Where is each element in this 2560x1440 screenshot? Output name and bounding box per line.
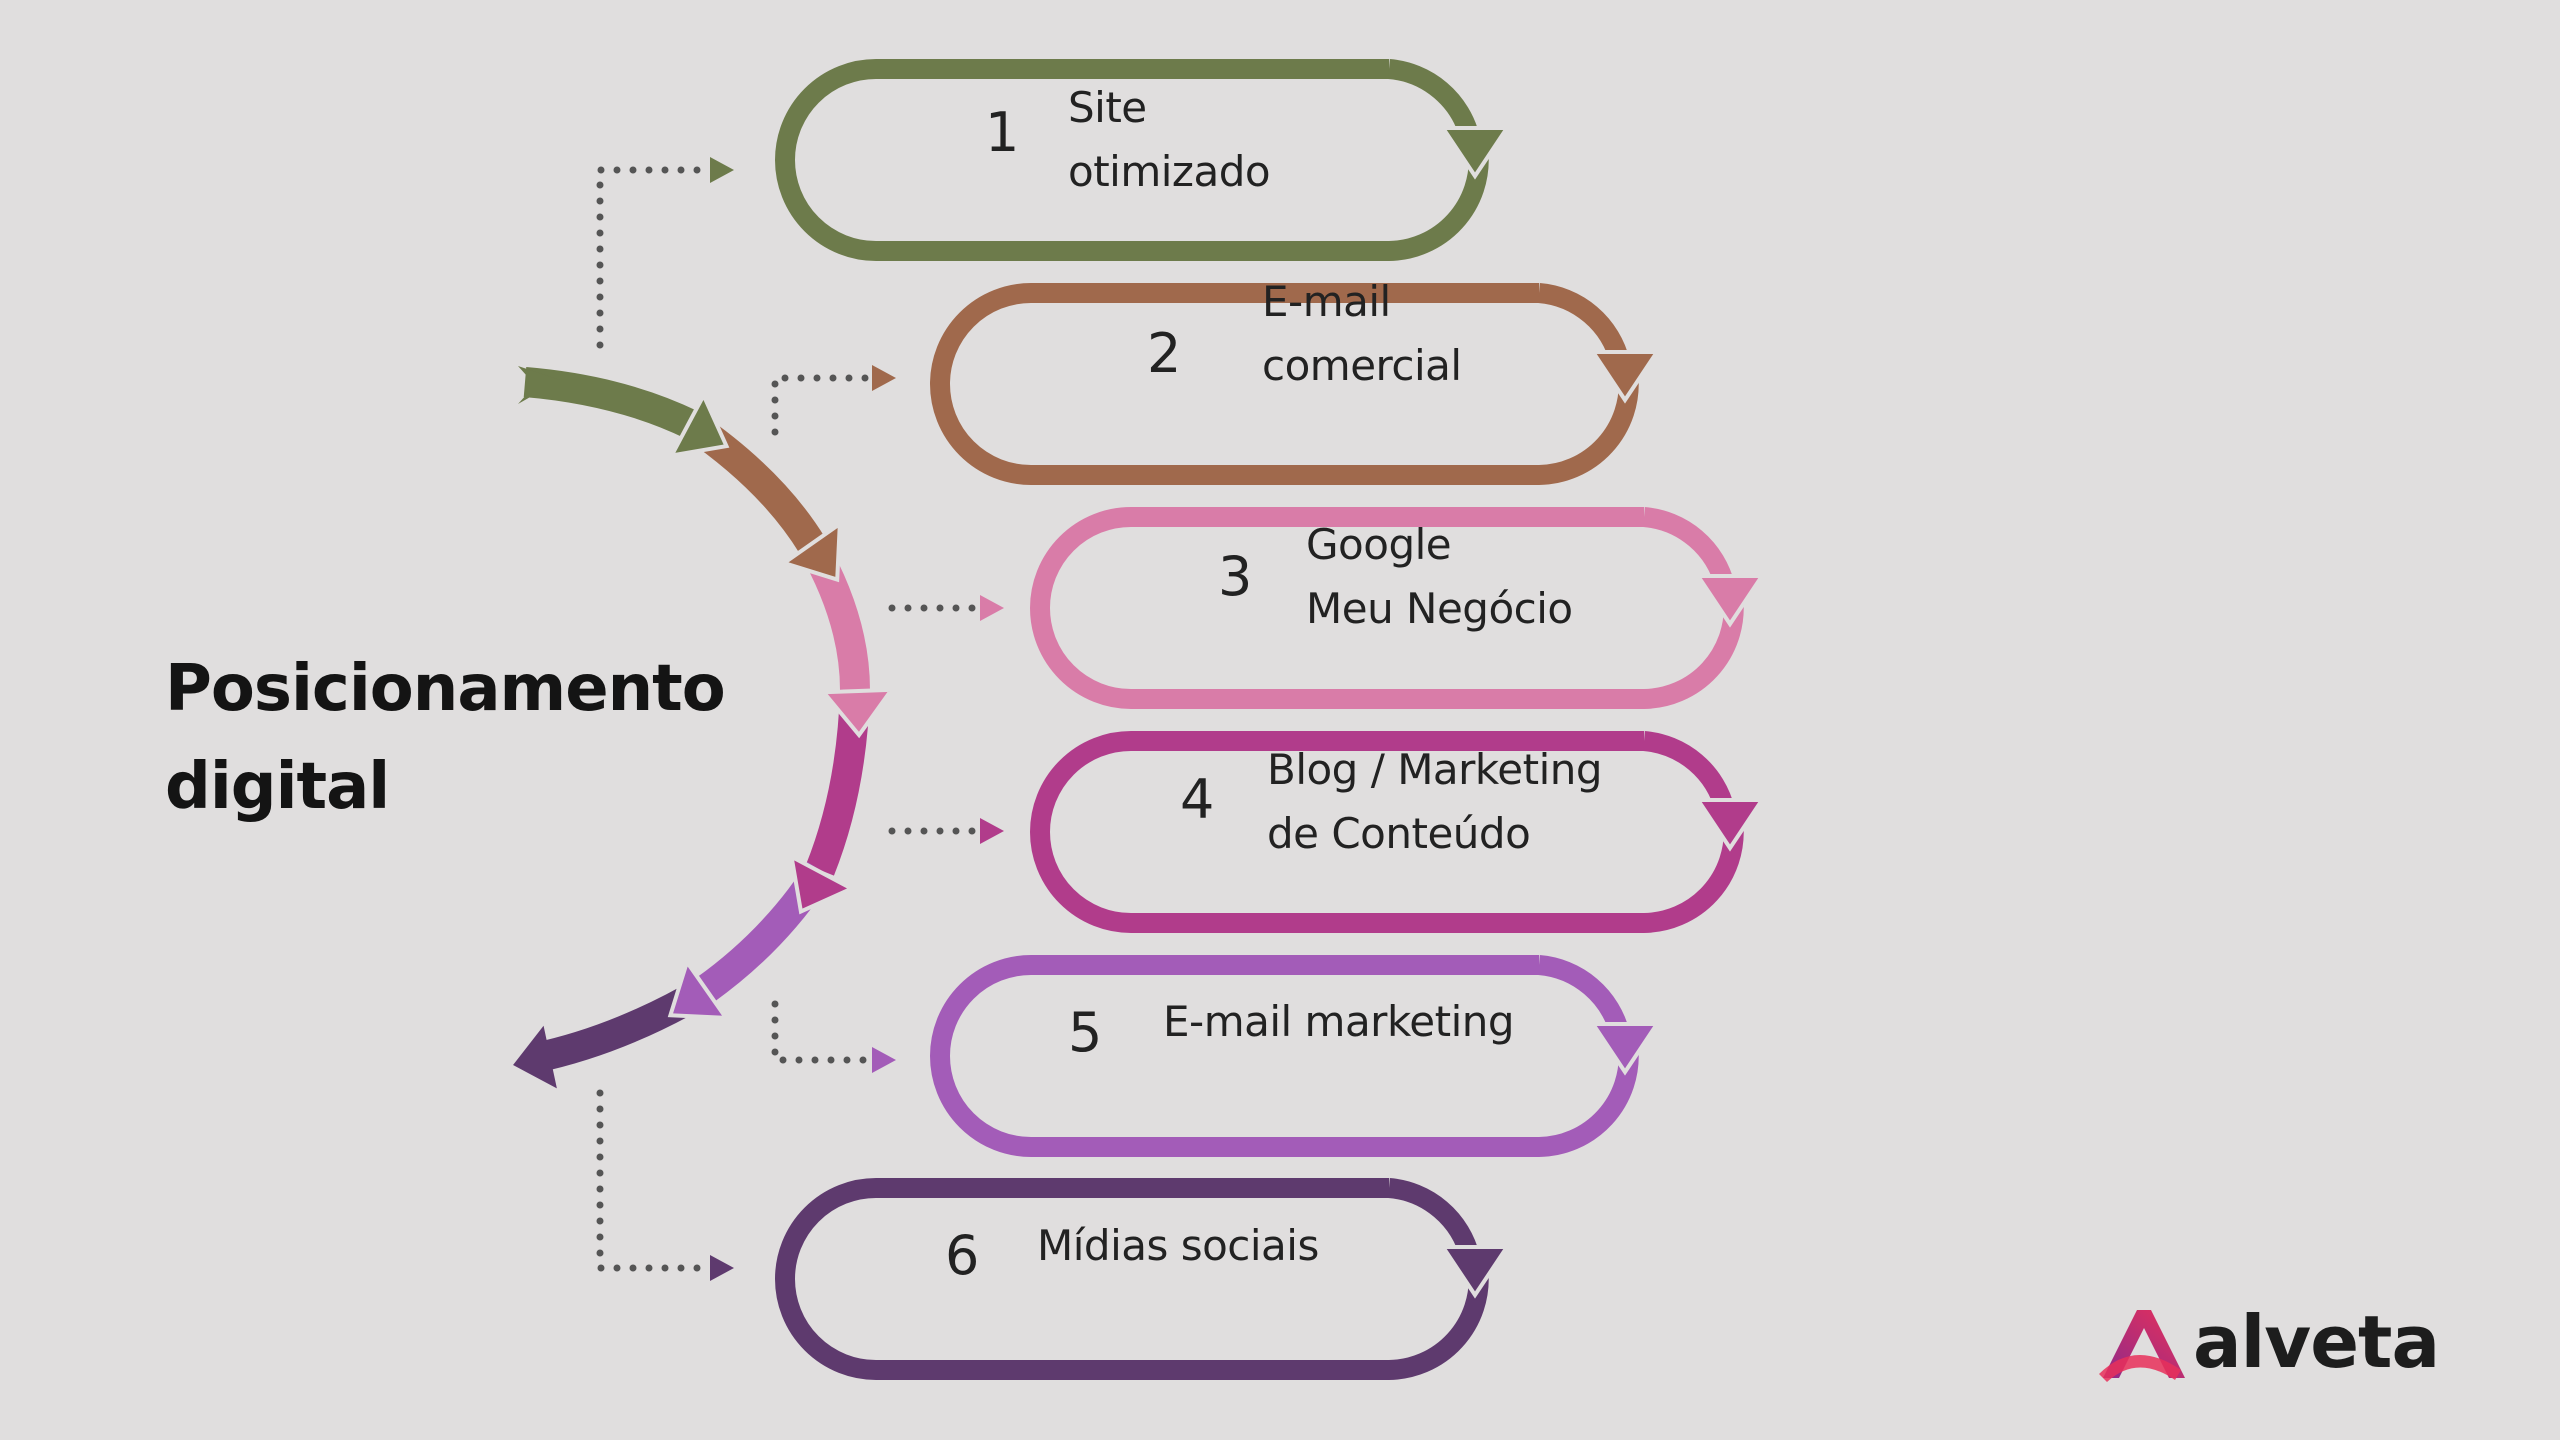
loop-2 <box>930 283 1639 485</box>
step-6-label: Mídias sociais <box>1037 1214 1319 1278</box>
loop-4-arrowhead-icon <box>1694 798 1766 852</box>
loop-5 <box>930 955 1639 1157</box>
step-6-label-line-1: Mídias sociais <box>1037 1221 1319 1270</box>
step-2-number: 2 <box>1147 322 1182 385</box>
step-6-number: 6 <box>945 1224 980 1287</box>
connector-6 <box>596 1089 712 1272</box>
logo-text: alveta <box>2193 1300 2440 1384</box>
arc-arrowhead-4-icon <box>788 852 857 915</box>
loop-2-top-arc <box>1537 283 1630 365</box>
loop-5-top-arc <box>1537 955 1630 1037</box>
step-3-number: 3 <box>1218 545 1253 608</box>
loop-1-arrowhead-icon <box>1439 126 1511 180</box>
alveta-logo: alveta <box>2095 1298 2455 1388</box>
loop-6 <box>775 1178 1489 1380</box>
step-4-label: Blog / Marketing de Conteúdo <box>1267 738 1603 866</box>
step-3-label-line-1: Google <box>1306 520 1452 569</box>
title-line-2: digital <box>165 750 390 824</box>
arc-end-arrowhead-icon <box>513 1025 557 1089</box>
connector-1-arrow-icon <box>710 157 734 183</box>
step-2-label-line-2: comercial <box>1262 341 1462 390</box>
arc-arrowhead-2-icon <box>779 520 843 583</box>
step-4-label-line-2: de Conteúdo <box>1267 809 1531 858</box>
loop-1-top-arc <box>1387 59 1480 141</box>
arc-arrowhead-5-icon <box>667 957 730 1021</box>
loop-3-top-arc <box>1642 507 1735 589</box>
loop-3-arrowhead-icon <box>1694 574 1766 628</box>
connector-3-arrow-icon <box>980 595 1004 621</box>
step-5-label-line-1: E-mail marketing <box>1163 997 1515 1046</box>
connector-6-arrow-icon <box>710 1255 734 1281</box>
loop-1 <box>775 59 1489 261</box>
step-2-label: E-mail comercial <box>1262 270 1462 398</box>
title-line-1: Posicionamento <box>165 652 726 726</box>
loop-4-top-arc <box>1642 731 1735 813</box>
diagram-title: Posicionamento digital <box>165 640 726 836</box>
loop-4 <box>1030 731 1744 933</box>
step-1-number: 1 <box>985 101 1020 164</box>
step-1-label-line-2: otimizado <box>1068 147 1271 196</box>
connector-2 <box>771 374 874 436</box>
loop-2-arrowhead-icon <box>1589 350 1661 404</box>
loop-6-top-arc <box>1387 1178 1480 1260</box>
connector-5 <box>771 1000 874 1064</box>
connector-1 <box>596 166 712 349</box>
connector-5-arrow-icon <box>872 1047 896 1073</box>
arc-start-tail <box>518 366 560 404</box>
loop-3 <box>1030 507 1744 709</box>
step-1-label-line-1: Site <box>1068 83 1147 132</box>
arc-arrowhead-3-icon <box>819 687 896 739</box>
connector-4-arrow-icon <box>980 818 1004 844</box>
alveta-logo-mark-icon <box>2099 1310 2185 1382</box>
connector-2-arrow-icon <box>872 365 896 391</box>
loop-5-arrowhead-icon <box>1589 1022 1661 1076</box>
step-1-label: Site otimizado <box>1068 76 1271 204</box>
step-4-number: 4 <box>1180 768 1215 831</box>
loop-6-arrowhead-icon <box>1439 1245 1511 1299</box>
step-5-label: E-mail marketing <box>1163 990 1515 1054</box>
arc-arrowhead-1-icon <box>667 390 730 459</box>
step-4-label-line-1: Blog / Marketing <box>1267 745 1603 794</box>
step-3-label-line-2: Meu Negócio <box>1306 584 1573 633</box>
step-5-number: 5 <box>1068 1001 1103 1064</box>
step-2-label-line-1: E-mail <box>1262 277 1391 326</box>
arc-segment-1 <box>523 367 699 439</box>
